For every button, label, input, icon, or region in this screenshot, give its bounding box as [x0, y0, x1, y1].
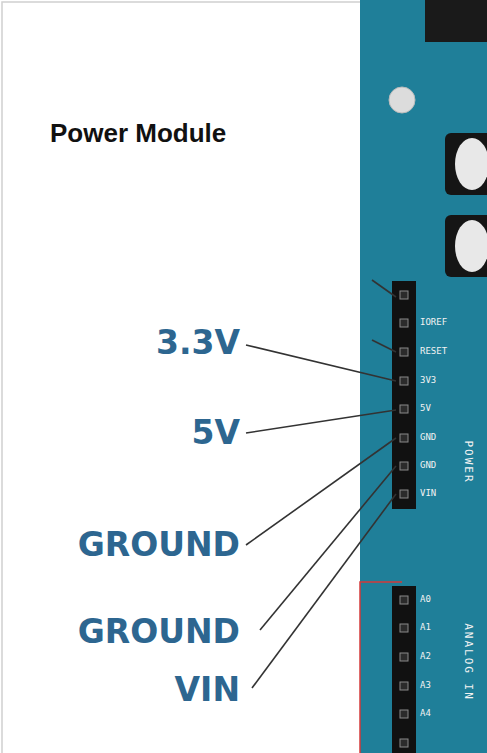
callout-label: GROUND — [78, 614, 240, 650]
pin-name: VIN — [420, 489, 436, 499]
pin-name: A4 — [420, 709, 431, 719]
header-pins — [400, 596, 408, 747]
pin-name: 3V3 — [420, 376, 436, 386]
callout-label: GROUND — [78, 527, 240, 563]
pin-name: RESET — [420, 347, 447, 357]
pin-name: A1 — [420, 623, 431, 633]
header-name: POWER — [462, 440, 474, 483]
header-pins — [400, 291, 408, 498]
pin-name: A3 — [420, 681, 431, 691]
callout-label: VIN — [175, 672, 240, 708]
diagram-title: Power Module — [50, 119, 226, 148]
analog-header — [392, 586, 416, 753]
capacitor — [445, 133, 487, 195]
capacitor — [445, 215, 487, 277]
power-header — [392, 281, 416, 509]
callout-label: 5V — [191, 415, 240, 451]
frame — [2, 2, 372, 753]
highlight-outline — [360, 582, 402, 753]
pin-name: GND — [420, 433, 436, 443]
pin-name: 5V — [420, 404, 431, 414]
pin-name: A0 — [420, 595, 431, 605]
pin-name: GND — [420, 461, 436, 471]
mounting-hole — [389, 87, 415, 113]
capacitor-top — [455, 138, 487, 190]
header-name: ANALOG IN — [462, 623, 474, 701]
leader-lines — [246, 280, 396, 688]
pin-name: A2 — [420, 652, 431, 662]
callout-label: 3.3V — [156, 325, 240, 361]
power-jack — [425, 0, 487, 42]
pin-name: IOREF — [420, 318, 447, 328]
capacitor-top — [455, 220, 487, 272]
